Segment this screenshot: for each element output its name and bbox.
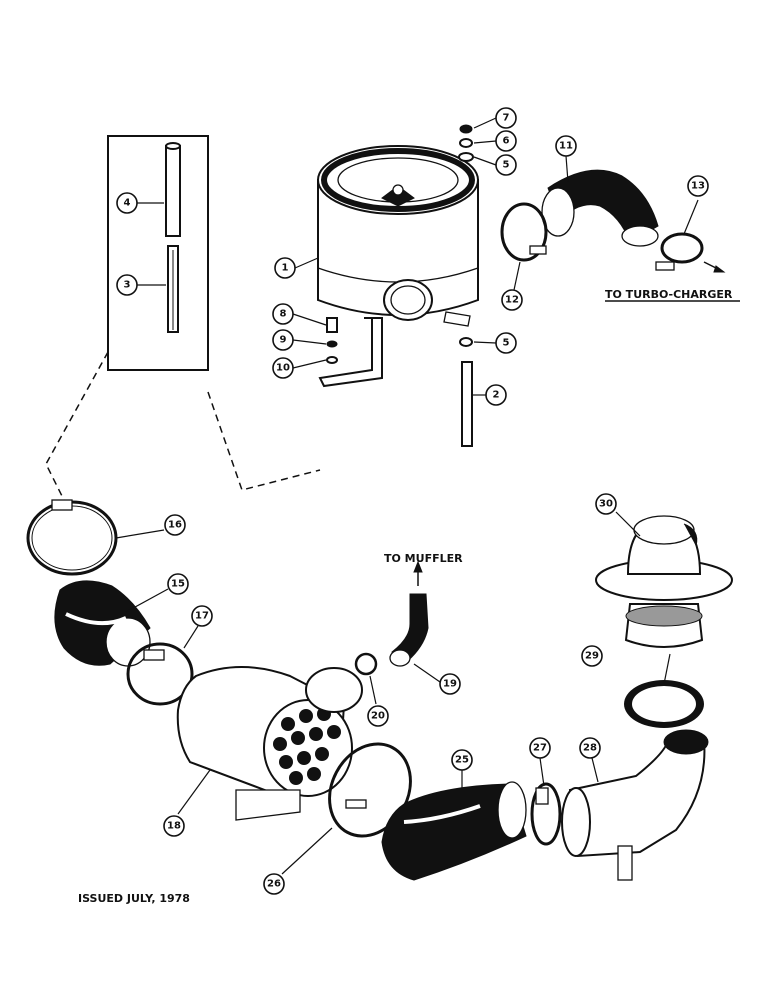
- svg-text:29: 29: [585, 651, 599, 662]
- issued-date: ISSUED JULY, 1978: [78, 892, 190, 905]
- svg-text:25: 25: [455, 755, 469, 766]
- callout-19: 19: [439, 673, 461, 695]
- svg-text:9: 9: [280, 335, 287, 346]
- hose-19: [389, 560, 429, 667]
- cap-30: [595, 515, 733, 648]
- callout-3: 3: [116, 274, 138, 296]
- callout-11: 11: [555, 135, 577, 157]
- stud-2: [461, 361, 473, 447]
- callout-2: 2: [485, 384, 507, 406]
- svg-text:8: 8: [280, 309, 287, 320]
- callout-18: 18: [163, 815, 185, 837]
- dashed-leader-b: [207, 391, 321, 491]
- svg-text:30: 30: [599, 499, 613, 510]
- callout-26: 26: [263, 873, 285, 895]
- callout-29: 29: [581, 645, 603, 667]
- seal-29: [624, 680, 704, 728]
- callout-13: 13: [687, 175, 709, 197]
- clamp-12: [500, 202, 548, 262]
- svg-text:20: 20: [371, 711, 385, 722]
- svg-text:6: 6: [503, 136, 510, 147]
- elbow-hose-11: [541, 169, 659, 247]
- svg-text:16: 16: [168, 520, 182, 531]
- callout-9: 9: [272, 329, 294, 351]
- clamp-27: [530, 782, 562, 846]
- callout-6: 6: [495, 130, 517, 152]
- callout-28: 28: [579, 737, 601, 759]
- callout-30: 30: [595, 493, 617, 515]
- svg-text:17: 17: [195, 611, 209, 622]
- svg-text:26: 26: [267, 879, 281, 890]
- hardware-5-6-7: [458, 124, 474, 347]
- clamp-13: [655, 232, 726, 273]
- elbow-28: [561, 729, 709, 881]
- leader-lines: [115, 117, 699, 875]
- svg-text:2: 2: [493, 390, 500, 401]
- callout-12: 12: [501, 289, 523, 311]
- svg-text:3: 3: [124, 280, 131, 291]
- label-turbo-charger: TO TURBO-CHARGER: [605, 288, 733, 301]
- svg-text:27: 27: [533, 743, 547, 754]
- dashed-leader-a: [45, 351, 109, 501]
- svg-text:5: 5: [503, 338, 510, 349]
- svg-text:18: 18: [167, 821, 181, 832]
- callout-7: 7: [495, 107, 517, 129]
- callout-10: 10: [272, 357, 294, 379]
- svg-text:7: 7: [503, 113, 510, 124]
- svg-text:12: 12: [505, 295, 519, 306]
- clamp-20: [354, 652, 378, 676]
- callout-20: 20: [367, 705, 389, 727]
- callout-4: 4: [116, 192, 138, 214]
- callout-8: 8: [272, 303, 294, 325]
- callout-27: 27: [529, 737, 551, 759]
- callout-5-bottom: 5: [495, 332, 517, 354]
- svg-text:1: 1: [282, 263, 289, 274]
- hose-15: [54, 580, 151, 667]
- svg-text:15: 15: [171, 579, 185, 590]
- callout-16: 16: [164, 514, 186, 536]
- callout-17: 17: [191, 605, 213, 627]
- svg-text:5: 5: [503, 160, 510, 171]
- svg-text:10: 10: [276, 363, 290, 374]
- callout-5-top: 5: [495, 154, 517, 176]
- bolt-8-9-10: [326, 317, 338, 364]
- clamp-16: [26, 499, 118, 576]
- precleaner-18: [176, 666, 363, 821]
- inset-box: [107, 135, 209, 371]
- air-cleaner: [317, 145, 479, 388]
- clamp-17: [126, 642, 194, 706]
- svg-text:11: 11: [559, 141, 573, 152]
- label-muffler: TO MUFFLER: [384, 552, 463, 565]
- svg-text:19: 19: [443, 679, 457, 690]
- svg-text:4: 4: [124, 198, 131, 209]
- hose-25: [381, 781, 527, 881]
- callout-1: 1: [274, 257, 296, 279]
- svg-text:28: 28: [583, 743, 597, 754]
- callout-15: 15: [167, 573, 189, 595]
- callout-25: 25: [451, 749, 473, 771]
- svg-text:13: 13: [691, 181, 705, 192]
